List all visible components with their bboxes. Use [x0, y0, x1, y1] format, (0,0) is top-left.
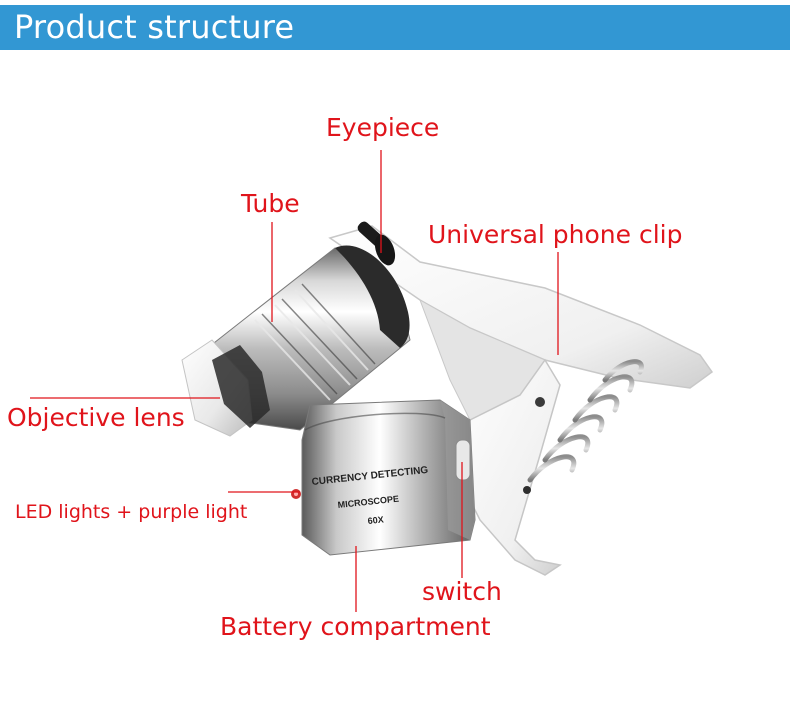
- phone-clip: [328, 225, 714, 576]
- leader-lines: [30, 150, 559, 612]
- header-bar: Product structure: [0, 5, 790, 50]
- page-title: Product structure: [14, 8, 295, 46]
- callout-led-lights: LED lights + purple light: [15, 501, 248, 523]
- spring: [527, 359, 644, 483]
- callout-phone-clip: Universal phone clip: [428, 220, 683, 249]
- clip-rivet: [523, 486, 531, 494]
- callout-eyepiece: Eyepiece: [326, 113, 440, 142]
- callout-objective-lens: Objective lens: [7, 403, 185, 432]
- led-lights: [291, 489, 301, 499]
- callout-battery: Battery compartment: [220, 612, 491, 641]
- callout-switch: switch: [422, 577, 502, 606]
- clip-pivot-screw: [535, 397, 545, 407]
- callout-tube: Tube: [241, 189, 300, 218]
- switch-button: [455, 439, 471, 481]
- product-label-line3: 60X: [367, 514, 384, 526]
- objective-lens: [181, 339, 270, 437]
